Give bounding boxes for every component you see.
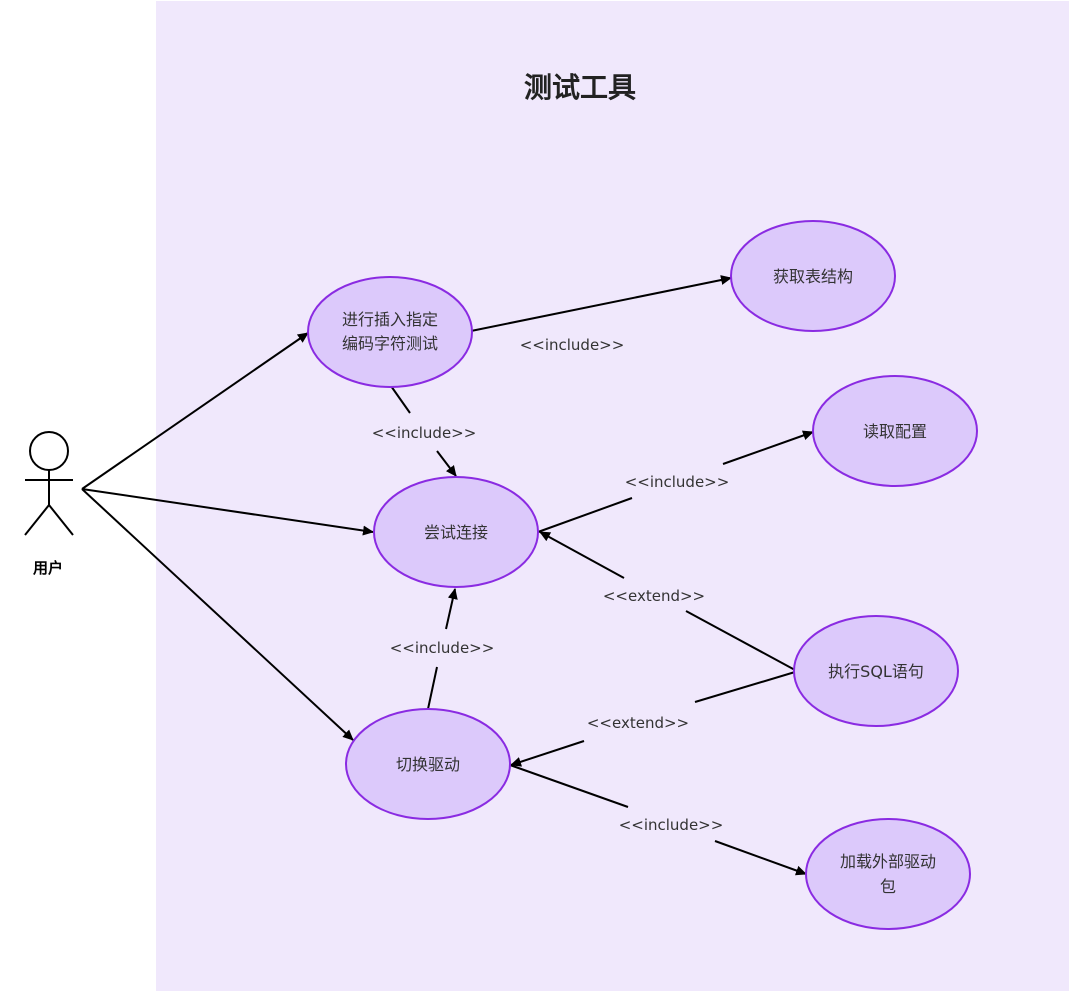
use-case-exec-sql-label: 执行SQL语句 [828, 662, 924, 681]
actor-user [24, 431, 74, 536]
assoc-try-connect [81, 488, 374, 536]
rel-line-exec-connect-a [685, 610, 796, 671]
use-case-read-config[interactable]: 读取配置 [812, 375, 978, 487]
rel-line-exec-connect-b [539, 531, 625, 579]
use-case-load-driver-line1: 加载外部驱动 [840, 852, 936, 871]
actor-head [29, 431, 69, 471]
actor-label: 用户 [33, 559, 63, 577]
use-case-read-config-label: 读取配置 [863, 422, 927, 441]
assoc-insert-test [81, 332, 309, 490]
use-case-try-connect[interactable]: 尝试连接 [373, 476, 539, 588]
rel-line-connect-config-b [722, 430, 814, 465]
rel-label-switch-load: <<include>> [619, 816, 724, 834]
system-title: 测试工具 [524, 71, 636, 104]
use-case-try-connect-label: 尝试连接 [424, 523, 488, 542]
rel-line-switch-load-a [509, 764, 629, 808]
rel-line-insert-get-schema [470, 275, 732, 332]
use-case-insert-test[interactable]: 进行插入指定 编码字符测试 [307, 276, 473, 388]
use-case-switch-driver-label: 切换驱动 [396, 755, 460, 774]
rel-line-switch-connect-a [427, 666, 438, 710]
rel-line-switch-connect-b [445, 588, 458, 630]
use-case-switch-driver[interactable]: 切换驱动 [345, 708, 511, 820]
rel-line-insert-connect-a [390, 385, 411, 414]
rel-label-insert-connect: <<include>> [372, 424, 477, 442]
rel-label-insert-get-schema: <<include>> [520, 336, 625, 354]
rel-line-insert-connect-b [436, 450, 457, 477]
rel-line-exec-switch-b [510, 740, 585, 767]
use-case-insert-test-line2: 编码字符测试 [342, 334, 438, 353]
rel-label-exec-connect: <<extend>> [603, 587, 705, 605]
rel-label-switch-connect: <<include>> [390, 639, 495, 657]
use-case-get-schema-label: 获取表结构 [773, 267, 853, 286]
rel-line-connect-config-a [537, 497, 633, 533]
rel-line-exec-switch-a [694, 671, 796, 703]
rel-label-exec-switch: <<extend>> [587, 714, 689, 732]
rel-line-switch-load-b [714, 840, 807, 876]
use-case-load-driver-line2: 包 [880, 877, 896, 896]
use-case-get-schema[interactable]: 获取表结构 [730, 220, 896, 332]
rel-label-connect-config: <<include>> [625, 473, 730, 491]
assoc-switch-driver [81, 488, 354, 741]
use-case-insert-test-line1: 进行插入指定 [342, 310, 438, 329]
use-case-exec-sql[interactable]: 执行SQL语句 [793, 615, 959, 727]
use-case-load-driver[interactable]: 加载外部驱动 包 [805, 818, 971, 930]
